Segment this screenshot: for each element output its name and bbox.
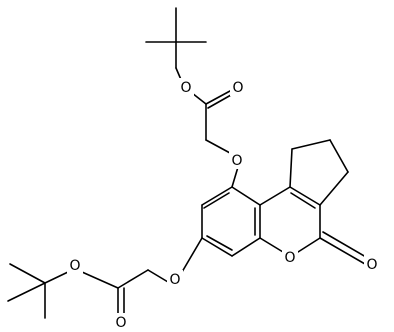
atom-label: O [115,315,126,331]
bond [297,237,321,253]
bond [259,237,284,253]
atom-o-lactone-carbonyl: O [364,255,380,273]
atom-label: O [69,258,80,274]
bond [206,235,233,251]
bond [319,237,366,265]
atom-label: O [232,80,243,96]
atom-o-lower-carbonyl: O [113,313,129,331]
bond [231,237,261,257]
atom-o-upper-aryl-ether: O [229,151,245,169]
atom-labels: O O O O O O O O [67,78,380,331]
bond [289,186,321,206]
bond [201,186,233,206]
bonds [7,7,367,319]
atom-o-lower-aryl-ether: O [167,270,183,288]
bond [201,237,233,257]
bond [207,94,232,109]
bond [319,171,349,206]
atom-label: O [231,153,242,169]
atom-label: O [180,80,191,96]
bond [231,166,239,188]
bond [289,148,293,188]
atom-label: O [169,272,180,288]
bond [9,263,46,284]
bond [259,186,291,206]
atom-o-upper-ester-ether: O [178,78,194,96]
bond [231,186,261,206]
bond [205,90,231,105]
atom-o-lower-ester-ether: O [67,256,83,274]
bond [44,271,69,284]
bond [191,92,207,105]
bond [117,269,149,289]
bond [181,237,203,273]
atom-o-upper-carbonyl: O [230,78,246,96]
bond [81,271,119,289]
atom-o-ring: O [282,248,298,266]
bond [205,139,231,154]
bond [7,282,46,302]
bond [322,231,367,258]
bond [291,139,331,150]
bond [329,139,349,173]
atom-label: O [284,250,295,266]
atom-label: O [366,257,377,273]
bond [290,192,316,209]
bond [147,269,169,283]
bond [203,192,230,209]
